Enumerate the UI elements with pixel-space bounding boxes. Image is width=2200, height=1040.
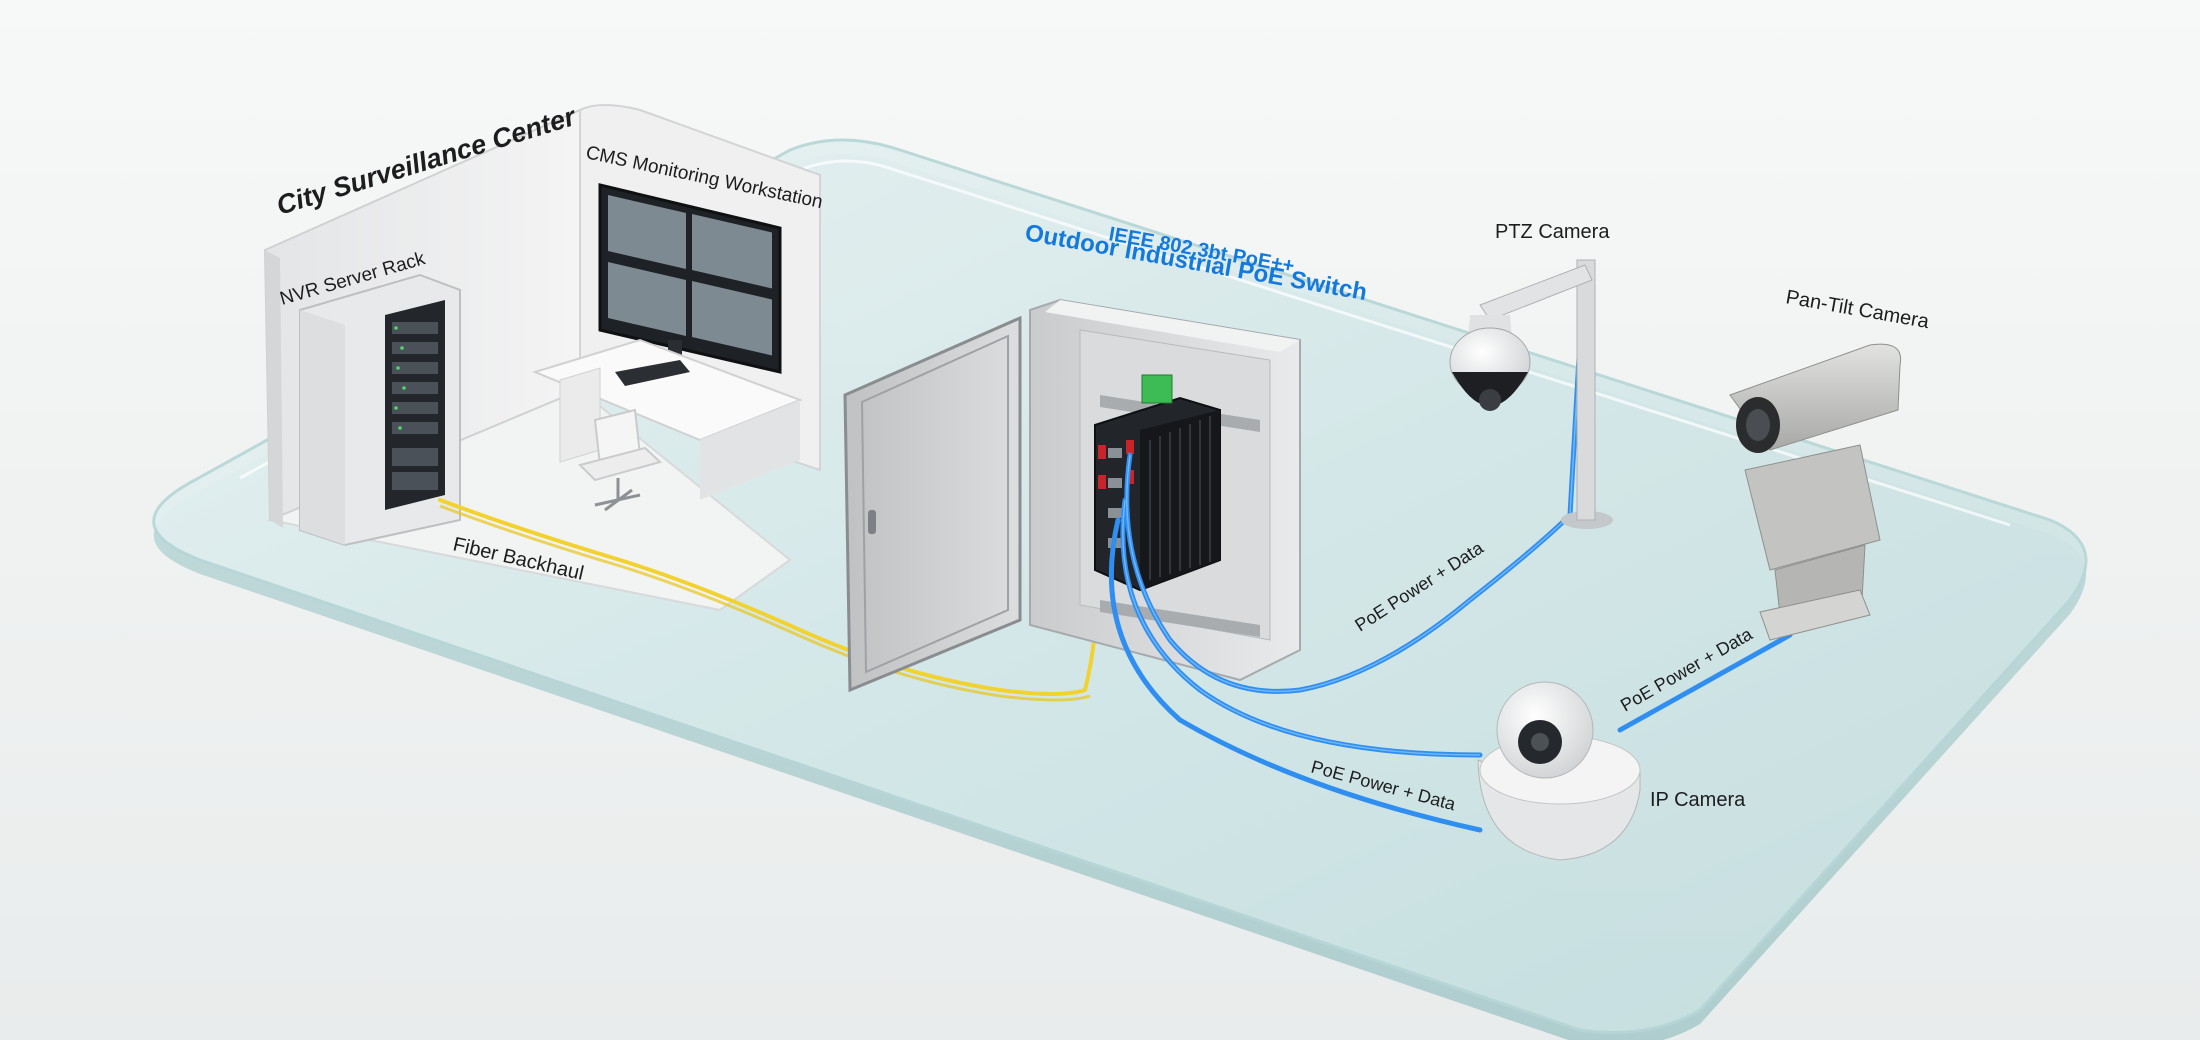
fiber-cable	[438, 498, 1098, 696]
label-ip-camera: IP Camera	[1650, 789, 1746, 811]
label-ptz-camera: PTZ Camera	[1495, 221, 1610, 243]
pan-tilt-camera	[1729, 343, 1902, 641]
nvr-server-rack	[299, 273, 461, 547]
poe-cable-pantilt	[1617, 632, 1793, 733]
cms-workstation	[532, 183, 803, 512]
poe-cable-ip-2	[1108, 517, 1483, 833]
ptz-camera	[1449, 259, 1613, 529]
ip-camera	[1477, 681, 1641, 861]
